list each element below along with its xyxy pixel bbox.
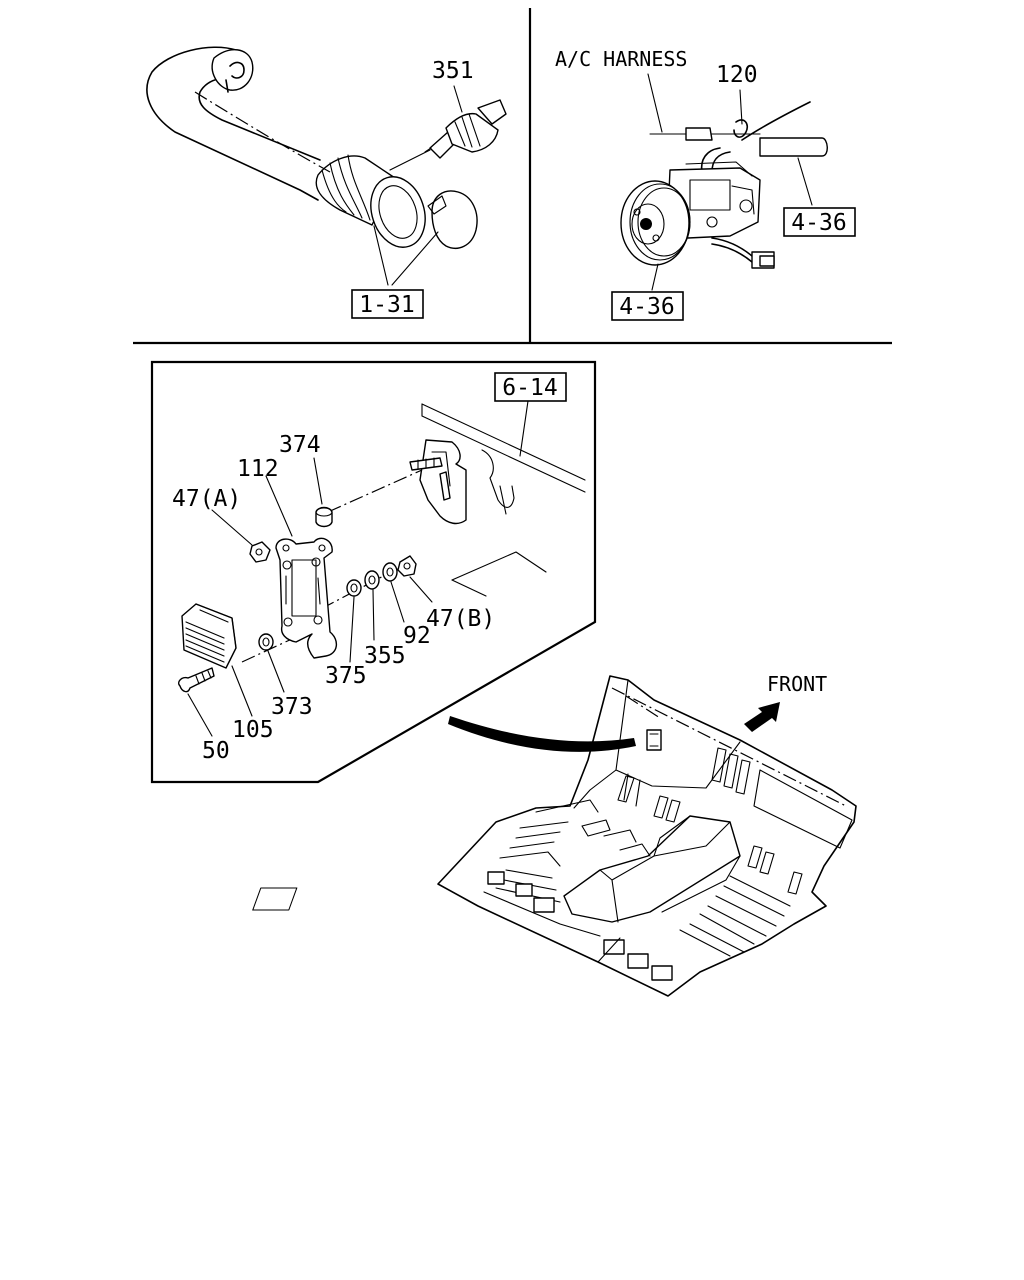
detail-panel-frame xyxy=(150,360,597,784)
ref-box-6-14: 6-14 xyxy=(494,372,567,402)
callout-112: 112 xyxy=(237,456,279,482)
ref-box-4-36-pump: 4-36 xyxy=(611,291,684,321)
callout-105: 105 xyxy=(232,717,274,743)
power-steering-pump-illustration xyxy=(620,73,828,291)
callout-375: 375 xyxy=(325,663,367,689)
sensor-351 xyxy=(424,99,507,159)
callout-47a: 47(A) xyxy=(172,486,241,512)
location-pointer-arrow xyxy=(448,716,636,752)
callout-92: 92 xyxy=(403,623,431,649)
intake-hose-illustration xyxy=(146,46,507,286)
front-label: FRONT xyxy=(767,672,827,696)
callout-373: 373 xyxy=(271,694,313,720)
floor-pan-illustration xyxy=(252,675,857,997)
mounting-assembly-illustration xyxy=(178,403,586,737)
ref-box-1-31: 1-31 xyxy=(351,289,424,319)
ref-label-6-14: 6-14 xyxy=(502,375,557,401)
ref-box-4-36-hose: 4-36 xyxy=(783,207,856,237)
ref-label-1-31: 1-31 xyxy=(359,292,414,318)
front-arrow-icon xyxy=(744,702,780,732)
ref-label-4-36-hose: 4-36 xyxy=(791,210,846,236)
ac-harness-label: A/C HARNESS xyxy=(555,47,687,71)
ref-label-4-36-pump: 4-36 xyxy=(619,294,674,320)
callout-374: 374 xyxy=(279,432,321,458)
callout-120: 120 xyxy=(716,62,758,88)
callout-351: 351 xyxy=(432,58,474,84)
panel-dividers xyxy=(133,8,892,345)
callout-355: 355 xyxy=(364,643,406,669)
callout-47b: 47(B) xyxy=(426,606,495,632)
callout-50: 50 xyxy=(202,738,230,764)
